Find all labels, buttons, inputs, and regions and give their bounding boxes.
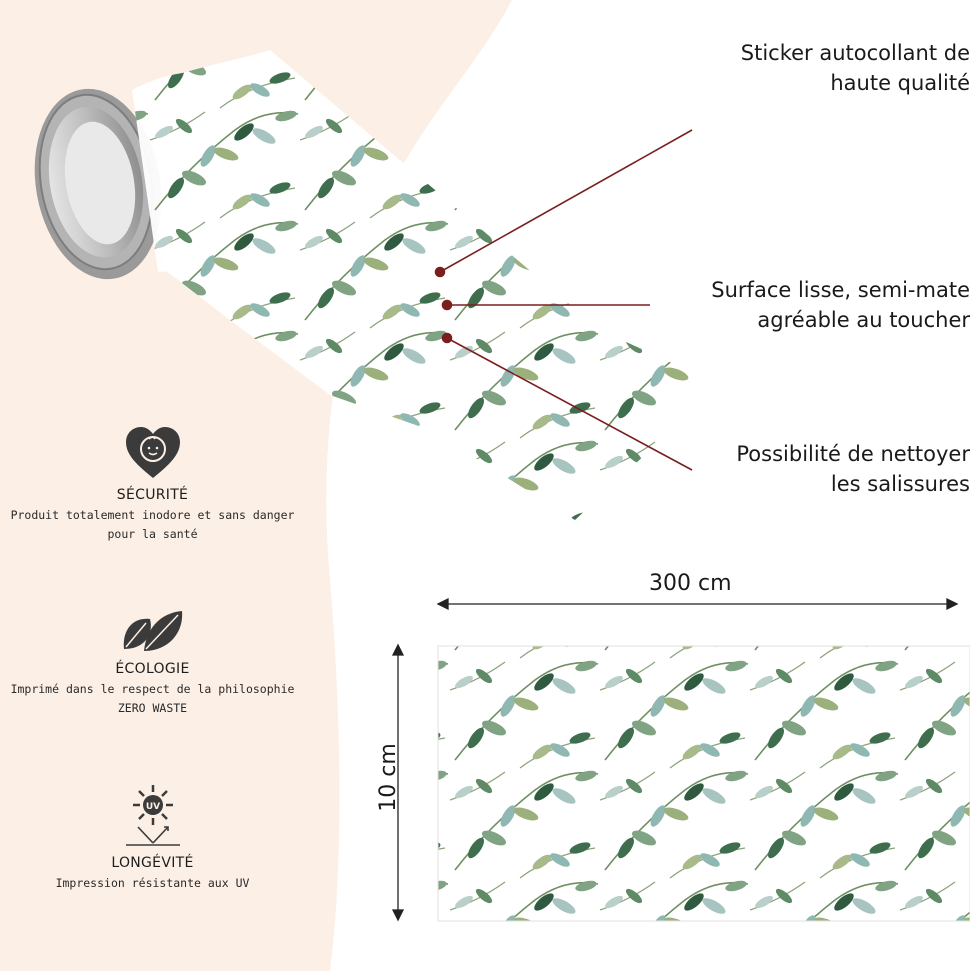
dimension-arrows [391,597,959,922]
feature-safety: SÉCURITÉ Produit totalement inodore et s… [0,425,305,544]
baby-heart-icon [125,427,180,478]
feature-ecology: ÉCOLOGIE Imprimé dans le respect de la p… [0,609,305,718]
sticker-roll [34,72,200,280]
callout-leader-lines [434,129,693,471]
feature-description: Produit totalement inodore et sans dange… [10,508,295,541]
callout-surface: Surface lisse, semi-mate agréable au tou… [711,278,970,332]
width-dimension-label: 300 cm [649,571,732,596]
svg-text:UV: UV [145,802,159,812]
feature-title: ÉCOLOGIE [115,661,190,677]
sticker-preview-strip [437,645,970,922]
leaves-icon [123,611,182,651]
sticker-strip [132,50,720,520]
callout-cleaning: Possibilité de nettoyer les salissures [736,442,970,496]
feature-longevity: UV LONGÉVITÉ Impression résistante aux U… [0,783,305,893]
feature-title: SÉCURITÉ [116,487,189,503]
callout-quality: Sticker autocollant de haute qualité [740,41,970,95]
feature-description: Impression résistante aux UV [55,876,250,890]
feature-description: Imprimé dans le respect de la philosophi… [10,682,295,715]
uv-sun-icon: UV [125,785,180,846]
feature-title: LONGÉVITÉ [111,855,194,871]
height-dimension-label: 10 cm [375,743,401,812]
